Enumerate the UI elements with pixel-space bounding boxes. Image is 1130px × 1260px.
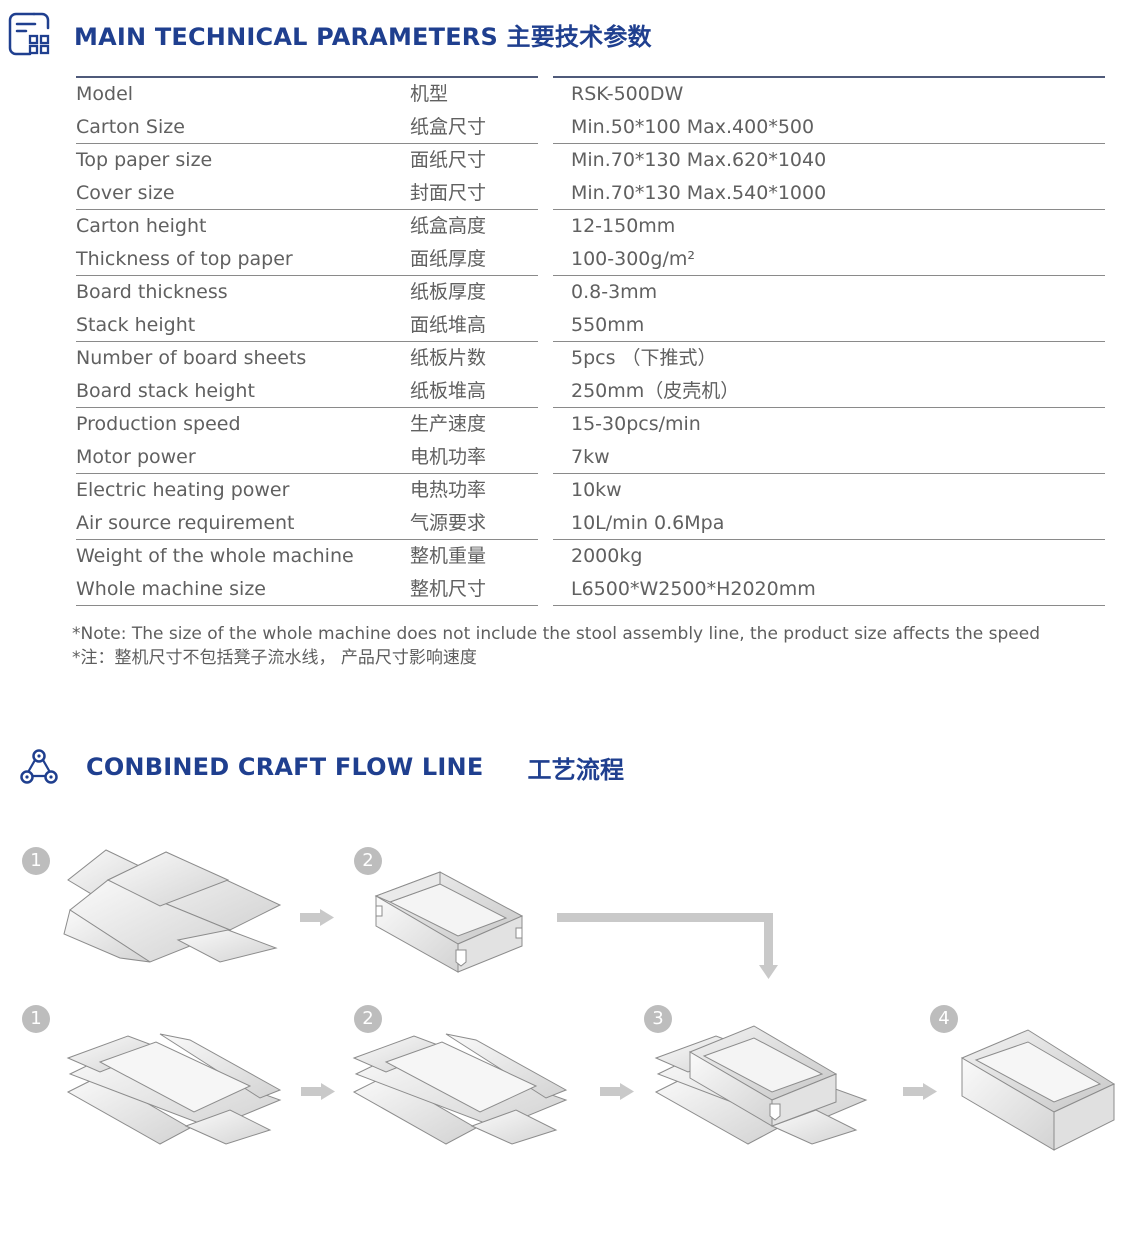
spec-label-en: Cover size xyxy=(76,182,175,204)
spec-value: Min.70*130 Max.620*1040 xyxy=(571,149,827,171)
table-row: Whole machine size 整机尺寸 L6500*W2500*H2020m… xyxy=(76,573,1105,606)
flat-board-blank xyxy=(63,849,282,963)
table-row: Motor power 电机功率 7kw xyxy=(76,441,1105,474)
flow-network-icon xyxy=(20,749,58,784)
spec-label-cn: 面纸厚度 xyxy=(410,248,487,270)
spec-value: 550mm xyxy=(571,314,645,336)
spec-label-en: Whole machine size xyxy=(76,578,266,600)
spec-value: 0.8-3mm xyxy=(571,281,658,303)
arrow-right-icon xyxy=(600,1083,634,1100)
spec-label-en: Top paper size xyxy=(76,149,213,171)
arrow-right-icon xyxy=(903,1083,937,1100)
spec-label-cn: 封面尺寸 xyxy=(410,182,487,204)
spec-label-cn: 纸板堆高 xyxy=(410,380,487,402)
spec-label-cn: 面纸堆高 xyxy=(410,314,487,336)
step-badge: 4 xyxy=(930,1005,958,1033)
spec-label-en: Number of board sheets xyxy=(76,347,307,369)
spec-label-en: Board thickness xyxy=(76,281,228,303)
spec-label-cn: 纸板厚度 xyxy=(410,281,487,303)
table-row: Number of board sheets 纸板片数 5pcs （下推式） xyxy=(76,342,1105,375)
spec-label-cn: 生产速度 xyxy=(410,413,487,435)
spec-label-cn: 纸盒高度 xyxy=(410,215,487,237)
spec-label-en: Air source requirement xyxy=(76,512,295,534)
spec-label-en: Electric heating power xyxy=(76,479,290,501)
table-row: Weight of the whole machine 整机重量 2000kg xyxy=(76,540,1105,573)
spec-table: Model 机型 RSK-500DW Carton Size 纸盒尺寸 Min.50*10… xyxy=(76,76,1105,606)
step-badge: 1 xyxy=(22,847,50,875)
note-cn: *注：整机尺寸不包括凳子流水线， 产品尺寸影响速度 xyxy=(72,648,477,668)
table-row: Carton Size 纸盒尺寸 Min.50*100 Max.400*500 xyxy=(76,111,1105,144)
spec-value: 12-150mm xyxy=(571,215,676,237)
arrow-right-icon xyxy=(301,1083,335,1100)
section-title-en: CONBINED CRAFT FLOW LINE xyxy=(86,753,484,781)
arrow-right-icon xyxy=(300,909,334,926)
section-title-cn: 工艺流程 xyxy=(527,755,625,784)
spec-label-en: Motor power xyxy=(76,446,196,468)
spec-label-cn: 电机功率 xyxy=(410,446,487,468)
table-row: Air source requirement 气源要求 10L/min 0.6Mpa xyxy=(76,507,1105,540)
elbow-arrow-down-icon xyxy=(557,913,778,979)
spec-value: 10L/min 0.6Mpa xyxy=(571,512,725,534)
spec-label-en: Production speed xyxy=(76,413,241,435)
formed-gray-board-box xyxy=(374,871,524,973)
finished-box xyxy=(960,1029,1116,1151)
table-row: Board stack height 纸板堆高 250mm（皮壳机） xyxy=(76,375,1105,408)
spec-value: 250mm（皮壳机） xyxy=(571,380,740,402)
table-row: Carton height 纸盒高度 12-150mm xyxy=(76,210,1105,243)
spec-label-en: Weight of the whole machine xyxy=(76,545,354,567)
spec-value: 7kw xyxy=(571,446,610,468)
spec-label-cn: 整机重量 xyxy=(410,545,487,567)
table-row: Stack height 面纸堆高 550mm xyxy=(76,309,1105,342)
section-title: MAIN TECHNICAL PARAMETERS 主要技术参数 xyxy=(74,22,652,51)
spec-label-en: Stack height xyxy=(76,314,196,336)
spec-value: 10kw xyxy=(571,479,622,501)
spec-value: Min.50*100 Max.400*500 xyxy=(571,116,815,138)
box-on-cover-paper xyxy=(654,1025,868,1145)
notes: *Note: The size of the whole machine doe… xyxy=(72,622,1040,670)
spec-value: 15-30pcs/min xyxy=(571,413,701,435)
spec-label-cn: 整机尺寸 xyxy=(410,578,487,600)
spec-label-cn: 机型 xyxy=(410,83,449,105)
step-badge: 2 xyxy=(354,1005,382,1033)
spec-value: 2000kg xyxy=(571,545,643,567)
spec-label-cn: 纸板片数 xyxy=(410,347,487,369)
spec-value: 100-300g/m² xyxy=(571,248,695,270)
table-row: Board thickness 纸板厚度 0.8-3mm xyxy=(76,276,1105,309)
spec-value: RSK-500DW xyxy=(571,83,684,105)
spec-label-cn: 气源要求 xyxy=(410,512,487,534)
spec-value: 5pcs （下推式） xyxy=(571,347,717,369)
step-badge: 2 xyxy=(354,847,382,875)
table-top-rule xyxy=(76,76,1105,78)
note-en: *Note: The size of the whole machine doe… xyxy=(72,624,1040,644)
table-row: Top paper size 面纸尺寸 Min.70*130 Max.620*104… xyxy=(76,144,1105,177)
table-row: Model 机型 RSK-500DW xyxy=(76,78,1105,111)
spec-sheet-icon xyxy=(8,12,50,56)
table-row: Electric heating power 电热功率 10kw xyxy=(76,474,1105,507)
spec-label-en: Board stack height xyxy=(76,380,255,402)
spec-value: L6500*W2500*H2020mm xyxy=(571,578,816,600)
table-row: Production speed 生产速度 15-30pcs/min xyxy=(76,408,1105,441)
table-row: Cover size 封面尺寸 Min.70*130 Max.540*1000 xyxy=(76,177,1105,210)
cover-paper-blank xyxy=(66,1033,282,1145)
spec-label-cn: 面纸尺寸 xyxy=(410,149,487,171)
glued-cover-paper xyxy=(352,1033,568,1145)
spec-value: Min.70*130 Max.540*1000 xyxy=(571,182,827,204)
spec-label-en: Carton height xyxy=(76,215,207,237)
spec-label-cn: 电热功率 xyxy=(410,479,487,501)
spec-label-en: Model xyxy=(76,83,134,105)
table-row: Thickness of top paper 面纸厚度 100-300g/m² xyxy=(76,243,1105,276)
step-badge: 3 xyxy=(644,1005,672,1033)
spec-label-en: Carton Size xyxy=(76,116,185,138)
section-header-technical-parameters: MAIN TECHNICAL PARAMETERS 主要技术参数 xyxy=(8,12,652,56)
spec-label-en: Thickness of top paper xyxy=(76,248,293,270)
section-header-craft-flow: CONBINED CRAFT FLOW LINE 工艺流程 xyxy=(20,748,624,786)
spec-label-cn: 纸盒尺寸 xyxy=(410,116,487,138)
step-badge: 1 xyxy=(22,1005,50,1033)
